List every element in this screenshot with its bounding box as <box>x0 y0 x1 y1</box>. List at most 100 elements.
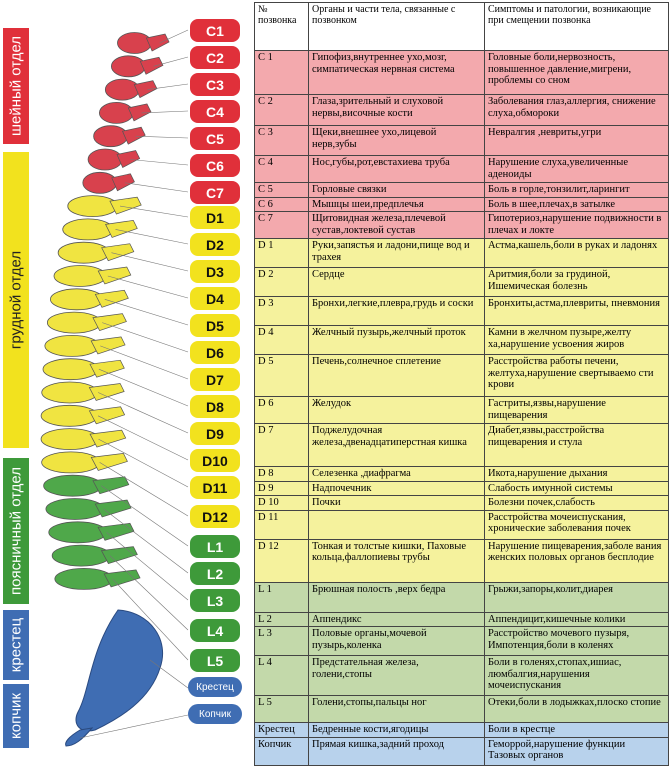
spinous-process <box>127 103 152 122</box>
vertebra-table: № позвонка Органы и части тела, связанны… <box>254 2 669 766</box>
vertebra-label: D4 <box>190 287 240 310</box>
leader-line <box>98 392 189 434</box>
cell-organs: Желудок <box>308 396 485 425</box>
cell-vertebra: L 5 <box>254 695 309 724</box>
cell-symptoms: Боли в крестце <box>484 722 669 738</box>
vertebra-label: Копчик <box>188 704 242 724</box>
vertebra-body <box>43 474 103 497</box>
leader-line <box>101 485 189 547</box>
vertebra-label: D3 <box>190 260 240 283</box>
vertebra-body <box>93 125 129 148</box>
cell-vertebra: D 1 <box>254 238 309 269</box>
cell-organs: Предстательная железа, голени,стопы <box>308 655 485 697</box>
cell-organs: Мышцы шеи,предплечья <box>308 196 485 213</box>
cell-vertebra: D 6 <box>254 396 309 425</box>
vertebra-body <box>40 428 100 451</box>
spinous-process <box>94 499 132 518</box>
cell-symptoms: Грыжи,запоры,колит,диарея <box>484 581 669 613</box>
cell-organs: Тонкая и толстые кишки, Паховые кольца,ф… <box>308 538 485 583</box>
spinous-process <box>116 150 141 168</box>
vertebra-body <box>45 498 105 520</box>
spinous-process <box>111 173 135 192</box>
leader-line <box>153 56 189 67</box>
vertebra-body <box>54 568 114 590</box>
cell-organs: Прямая кишка,задний проход <box>308 736 485 766</box>
vertebra-body <box>62 218 114 241</box>
vertebra-label: L1 <box>190 535 240 558</box>
cell-symptoms: Икота,нарушение дыхания <box>484 466 669 482</box>
spinous-process <box>90 336 126 355</box>
leader-line <box>124 182 189 193</box>
vertebra-label: D10 <box>190 449 240 472</box>
section-band-lumbar: поясничный отдел <box>3 458 29 604</box>
vertebra-label: C6 <box>190 154 240 177</box>
leader-line <box>159 29 189 44</box>
cell-organs: Щеки,внешнее ухо,лицевой нерв,зубы <box>308 125 485 156</box>
spine-illustration <box>40 29 189 747</box>
cell-organs: Бедренные кости,ягодицы <box>308 722 485 738</box>
vertebra-label: C2 <box>190 46 240 69</box>
cell-symptoms: Отеки,боли в лодыжках,плоско стопие <box>484 695 669 724</box>
cell-symptoms: Аритмия,боли за грудиной, Ишемическая бо… <box>484 267 669 298</box>
cell-organs: Бронхи,легкие,плевра,грудь и соски <box>308 296 485 327</box>
cell-organs: Селезенка ,диафрагма <box>308 466 485 482</box>
cell-organs: Печень,солнечное сплетение <box>308 354 485 398</box>
cell-organs: Голени,стопы,пальцы ног <box>308 695 485 724</box>
vertebra-body <box>98 102 134 124</box>
cell-symptoms: Болезни почек,слабость <box>484 495 669 511</box>
vertebra-label: L5 <box>190 649 240 672</box>
cell-organs: Половые органы,мочевой пузырь,коленка <box>308 626 485 657</box>
spinous-process <box>88 383 125 401</box>
vertebra-body <box>40 404 99 427</box>
spine-diagram: шейный отдел грудной отдел поясничный от… <box>0 0 252 759</box>
cell-organs: Аппендикс <box>308 611 485 628</box>
cell-organs: Глаза,зрительный и слуховой нервы,височн… <box>308 94 485 126</box>
cell-organs <box>308 509 485 540</box>
leader-line <box>141 110 189 114</box>
vertebra-body <box>110 55 146 78</box>
section-band-cervical: шейный отдел <box>3 28 29 144</box>
vertebra-body <box>53 265 107 287</box>
spinous-process <box>97 266 132 285</box>
vertebra-body <box>41 451 101 474</box>
vertebra-label: C3 <box>190 73 240 96</box>
vertebra-label: D11 <box>190 476 240 499</box>
vertebra-body <box>57 241 110 264</box>
leader-line <box>99 462 189 517</box>
leader-line <box>119 205 189 218</box>
cell-vertebra: C 5 <box>254 182 309 198</box>
leader-line <box>115 229 189 245</box>
cell-vertebra: D 4 <box>254 325 309 356</box>
cell-vertebra: L 4 <box>254 655 309 697</box>
leader-line <box>106 532 189 601</box>
vertebra-body <box>117 32 152 54</box>
cell-symptoms: Бронхиты,астма,плевриты, пневмония <box>484 296 669 327</box>
cell-vertebra: C 3 <box>254 125 309 156</box>
cell-symptoms: Боли в голенях,стопах,ишиас, люмбалгия,н… <box>484 655 669 697</box>
leader-line <box>102 322 189 353</box>
cell-vertebra: D 3 <box>254 296 309 327</box>
cell-symptoms: Астма,кашель,боли в руках и ладонях <box>484 238 669 269</box>
cell-vertebra: Копчик <box>254 736 309 766</box>
cell-vertebra: C 2 <box>254 94 309 126</box>
vertebra-label: L2 <box>190 562 240 585</box>
cell-vertebra: C 6 <box>254 196 309 213</box>
vertebra-label: Крестец <box>188 677 242 697</box>
vertebra-label: L3 <box>190 589 240 612</box>
cell-symptoms: Камни в желчном пузыре,желту ха,нарушени… <box>484 325 669 356</box>
spinous-process <box>89 359 125 378</box>
spinous-process <box>100 546 138 565</box>
spinous-process <box>109 196 142 215</box>
cell-vertebra: D 8 <box>254 466 309 482</box>
cell-symptoms: Слабость имунной системы <box>484 480 669 497</box>
cell-vertebra: D 10 <box>254 495 309 511</box>
